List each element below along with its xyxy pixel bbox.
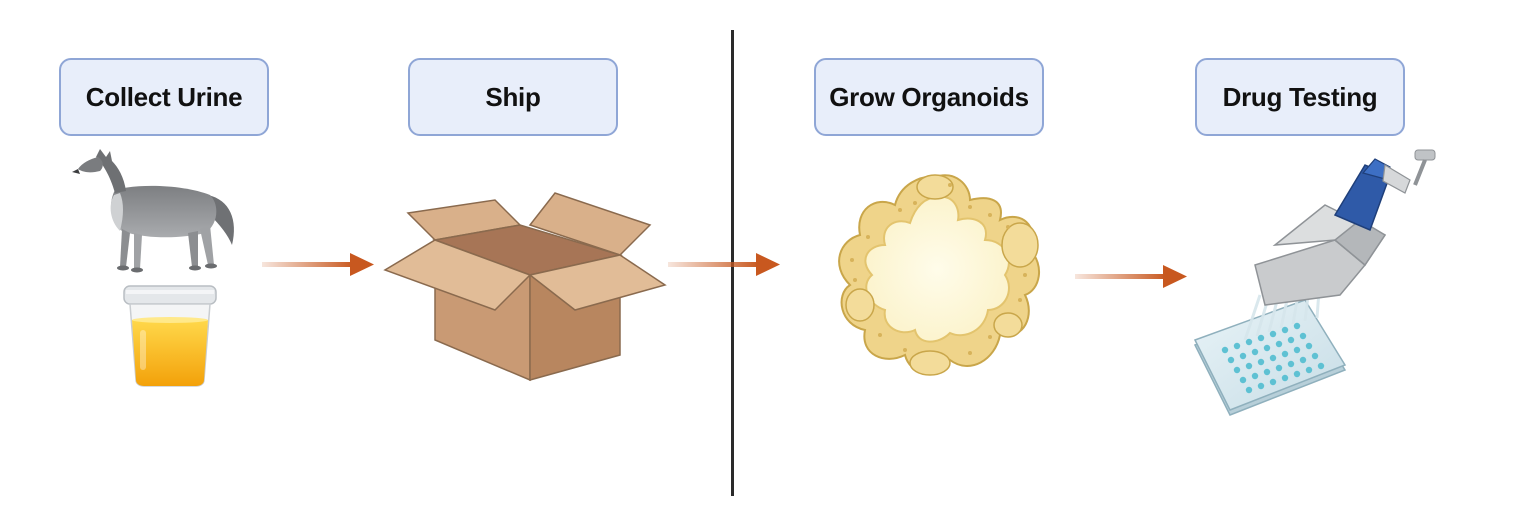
arrow-3-icon [1075,265,1187,288]
cardboard-box-icon [383,192,667,382]
organoid-icon [838,174,1040,376]
arrow-2-icon [668,253,780,276]
step-label-grow-organoids: Grow Organoids [814,58,1044,136]
pipette-well-plate-icon [1193,149,1436,416]
step-label-ship: Ship [408,58,618,136]
dog-icon [72,149,234,273]
step-label-drug-testing: Drug Testing [1195,58,1405,136]
arrow-1-icon [262,253,374,276]
urine-cup-icon [123,285,217,387]
step-label-collect-urine: Collect Urine [59,58,269,136]
